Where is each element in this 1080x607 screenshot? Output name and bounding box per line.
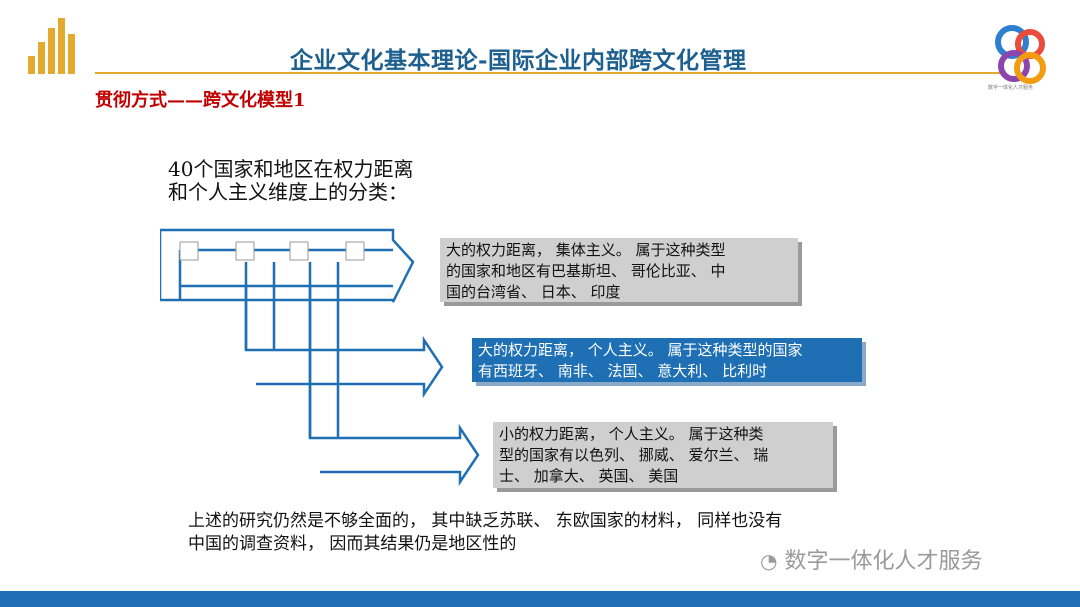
category-3-line-2: 型的国家有以色列、 挪威、 爱尔兰、 瑞 bbox=[499, 446, 769, 464]
intro-text: 40个国家和地区在权力距离 和个人主义维度上的分类： bbox=[168, 158, 413, 204]
conclusion-text: 上述的研究仍然是不够全面的， 其中缺乏苏联、 东欧国家的材料， 同样也没有 中国… bbox=[188, 510, 908, 556]
conclusion-line-1: 上述的研究仍然是不够全面的， 其中缺乏苏联、 东欧国家的材料， 同样也没有 bbox=[188, 511, 783, 531]
category-box-3: 小的权力距离， 个人主义。 属于这种类 型的国家有以色列、 挪威、 爱尔兰、 瑞… bbox=[493, 422, 833, 488]
brand-logo: 数字一体化人才服务 bbox=[988, 22, 1054, 94]
header-divider bbox=[95, 72, 1005, 74]
page-title: 企业文化基本理论-国际企业内部跨文化管理 bbox=[290, 47, 747, 74]
footer-band bbox=[0, 591, 1080, 607]
wechat-icon: ◔ bbox=[760, 549, 778, 573]
category-1-line-3: 国的台湾省、 日本、 印度 bbox=[446, 283, 621, 301]
category-3-line-3: 士、 加拿大、 英国、 美国 bbox=[499, 467, 679, 485]
watermark-text: 数字一体化人才服务 bbox=[784, 549, 983, 574]
bar-chart-logo-icon bbox=[28, 14, 80, 74]
arrow-3 bbox=[308, 262, 480, 487]
category-3-line-1: 小的权力距离， 个人主义。 属于这种类 bbox=[499, 425, 764, 443]
category-1-line-1: 大的权力距离， 集体主义。 属于这种类型 bbox=[446, 241, 726, 259]
category-box-2: 大的权力距离， 个人主义。 属于这种类型的国家 有西班牙、 南非、 法国、 意大… bbox=[472, 338, 862, 382]
arrow-2 bbox=[244, 262, 444, 399]
node-square bbox=[289, 241, 309, 261]
category-2-line-1: 大的权力距离， 个人主义。 属于这种类型的国家 bbox=[478, 341, 803, 359]
conclusion-line-2: 中国的调查资料， 因而其结果仍是地区性的 bbox=[188, 534, 517, 554]
node-square bbox=[235, 241, 255, 261]
watermark: ◔ 数字一体化人才服务 bbox=[760, 543, 982, 575]
intro-line-1: 40个国家和地区在权力距离 bbox=[168, 157, 414, 181]
intro-line-2: 和个人主义维度上的分类： bbox=[168, 180, 408, 204]
category-box-1: 大的权力距离， 集体主义。 属于这种类型 的国家和地区有巴基斯坦、 哥伦比亚、 … bbox=[440, 238, 798, 302]
classification-arrow-diagram bbox=[160, 228, 480, 487]
node-square bbox=[345, 241, 365, 261]
infinity-logo-icon bbox=[995, 25, 1046, 84]
category-1-line-2: 的国家和地区有巴基斯坦、 哥伦比亚、 中 bbox=[446, 262, 726, 280]
section-subtitle: 贯彻方式——跨文化模型1 bbox=[95, 90, 306, 111]
category-2-line-2: 有西班牙、 南非、 法国、 意大利、 比利时 bbox=[478, 362, 768, 380]
node-square bbox=[179, 241, 199, 261]
arrow-1 bbox=[160, 228, 415, 303]
logo-caption: 数字一体化人才服务 bbox=[988, 85, 1034, 91]
